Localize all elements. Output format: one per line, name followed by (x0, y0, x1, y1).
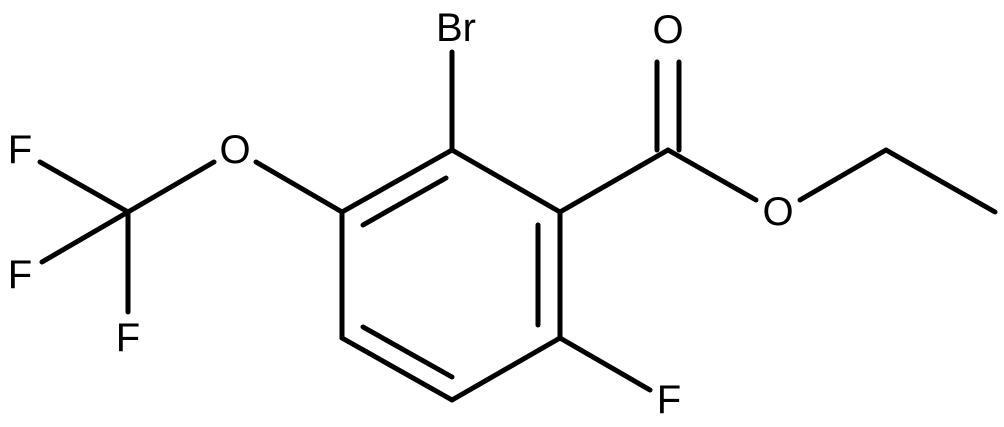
atom-o-ether-label: O (219, 128, 250, 172)
bond-c1-c2 (339, 147, 455, 215)
bond-c3-c4 (339, 335, 455, 403)
bond-o-ether-cf3 (125, 159, 217, 215)
atom-f2-label: F (8, 253, 32, 297)
bond-c5-f (557, 335, 653, 393)
bond-c3-c4-inner (360, 324, 455, 380)
bond-c2-o-ether (253, 159, 345, 215)
atom-o-carbonyl-label: O (652, 8, 683, 52)
atom-labels: Br O O O F F F F (8, 6, 794, 422)
atom-o-ester-label: O (762, 190, 793, 234)
atom-f3-label: F (116, 316, 140, 360)
atom-f1-label: F (8, 128, 32, 172)
bond-o-ester-ch2 (797, 147, 889, 203)
bond-c6-carbonyl-c (557, 147, 671, 215)
atom-f-ring-label: F (657, 378, 681, 422)
bond-carbonyl-c-o-ester (665, 147, 759, 203)
bond-c6-c1 (449, 147, 563, 215)
substituent-bonds (37, 49, 998, 393)
atom-br-label: Br (436, 6, 476, 50)
bond-cf3-f1 (37, 159, 131, 215)
bond-c1-c2-inner (360, 175, 449, 228)
benzene-ring (339, 147, 563, 403)
bond-cf3-f2 (39, 209, 131, 265)
bond-c4-c5 (449, 335, 563, 403)
bond-ch2-ch3 (883, 147, 998, 215)
